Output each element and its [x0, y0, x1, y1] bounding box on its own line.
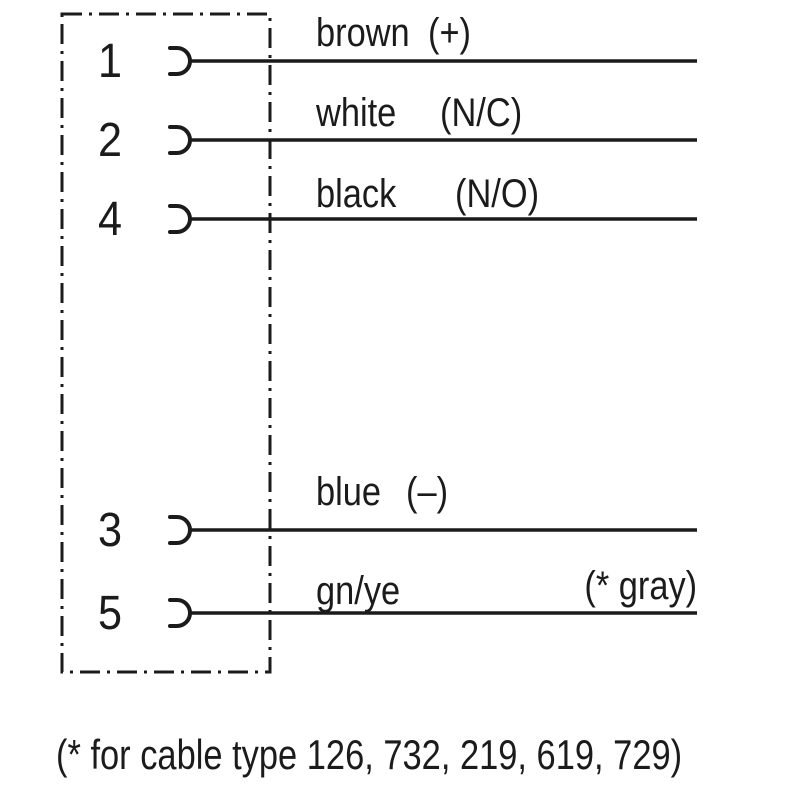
- cable-type-footnote: (* for cable type 126, 732, 219, 619, 72…: [56, 731, 683, 778]
- socket-contact-icon: [168, 204, 192, 234]
- wire-annotation: (+): [428, 11, 471, 55]
- socket-contact-icon: [168, 125, 192, 155]
- pin-number: 4: [97, 193, 123, 246]
- wire-annotation: (–): [406, 470, 449, 514]
- wire-color-label: brown: [316, 11, 410, 55]
- pin-number: 5: [97, 587, 123, 640]
- wire-annotation: (N/C): [440, 91, 523, 135]
- socket-contact-icon: [168, 46, 192, 76]
- wire-color-label: white: [316, 91, 397, 135]
- wire-annotation: (N/O): [455, 172, 540, 216]
- connector-outline: [60, 12, 272, 674]
- wire-annotation: (* gray): [584, 564, 697, 608]
- pin-number: 1: [97, 35, 123, 88]
- socket-contact-icon: [168, 598, 192, 628]
- pin-number: 3: [97, 504, 123, 557]
- socket-contact-icon: [168, 515, 192, 545]
- wire-color-label: gn/ye: [316, 569, 401, 613]
- pin-number: 2: [97, 114, 123, 167]
- wire-color-label: blue: [316, 470, 382, 514]
- wire-color-label: black: [316, 172, 397, 216]
